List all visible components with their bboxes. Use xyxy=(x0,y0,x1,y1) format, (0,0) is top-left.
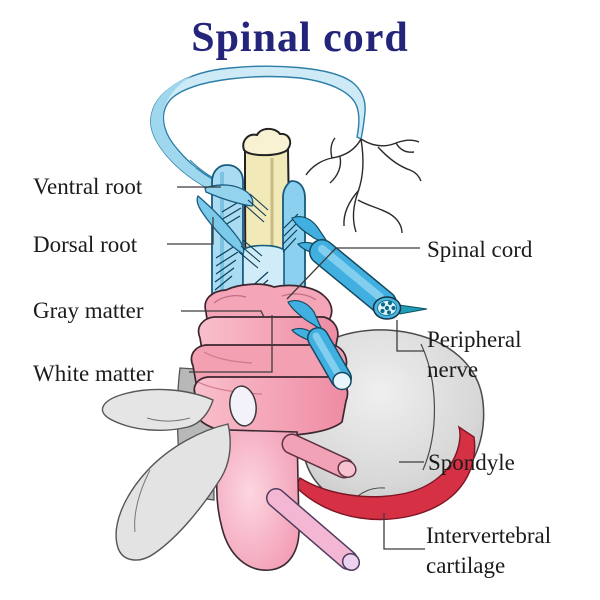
label-peripheral-nerve: Peripheral nerve xyxy=(427,327,522,382)
label-ventral-root: Ventral root xyxy=(33,174,143,199)
leader-lines xyxy=(167,186,425,550)
leader-gray-matter xyxy=(181,310,265,318)
peripheral-nerve-lower xyxy=(287,300,352,391)
leader-peripheral-nerve xyxy=(396,320,424,352)
nerve-roots xyxy=(196,184,269,269)
leader-spinal-cord xyxy=(286,247,420,300)
label-spondyle: Spondyle xyxy=(428,450,515,475)
facet-oval xyxy=(229,385,257,427)
label-dorsal-root: Dorsal root xyxy=(33,232,138,257)
leader-intervertebral-cartilage xyxy=(383,513,425,550)
label-intervertebral-cartilage: Intervertebral cartilage xyxy=(426,523,552,578)
intervertebral-cartilage-shape xyxy=(295,425,476,521)
leader-white-matter xyxy=(189,315,273,373)
rootlet-fibers xyxy=(214,199,299,315)
label-gray-matter: Gray matter xyxy=(33,298,144,323)
nerve-branches xyxy=(305,137,422,234)
ventral-root-shape xyxy=(204,184,254,207)
label-spinal-cord: Spinal cord xyxy=(427,237,533,262)
leader-dorsal-root xyxy=(167,217,214,245)
label-white-matter: White matter xyxy=(33,361,154,386)
nerve-cross-section xyxy=(372,296,402,320)
diagram-title: Spinal cord xyxy=(191,15,409,61)
peripheral-nerve-upper xyxy=(291,216,428,320)
lower-nerve-tubes xyxy=(266,433,361,571)
vertebra-processes xyxy=(101,385,257,561)
white-matter-rings xyxy=(190,283,349,437)
nerve-tip xyxy=(397,304,428,315)
dorsal-root-shape xyxy=(196,194,245,255)
